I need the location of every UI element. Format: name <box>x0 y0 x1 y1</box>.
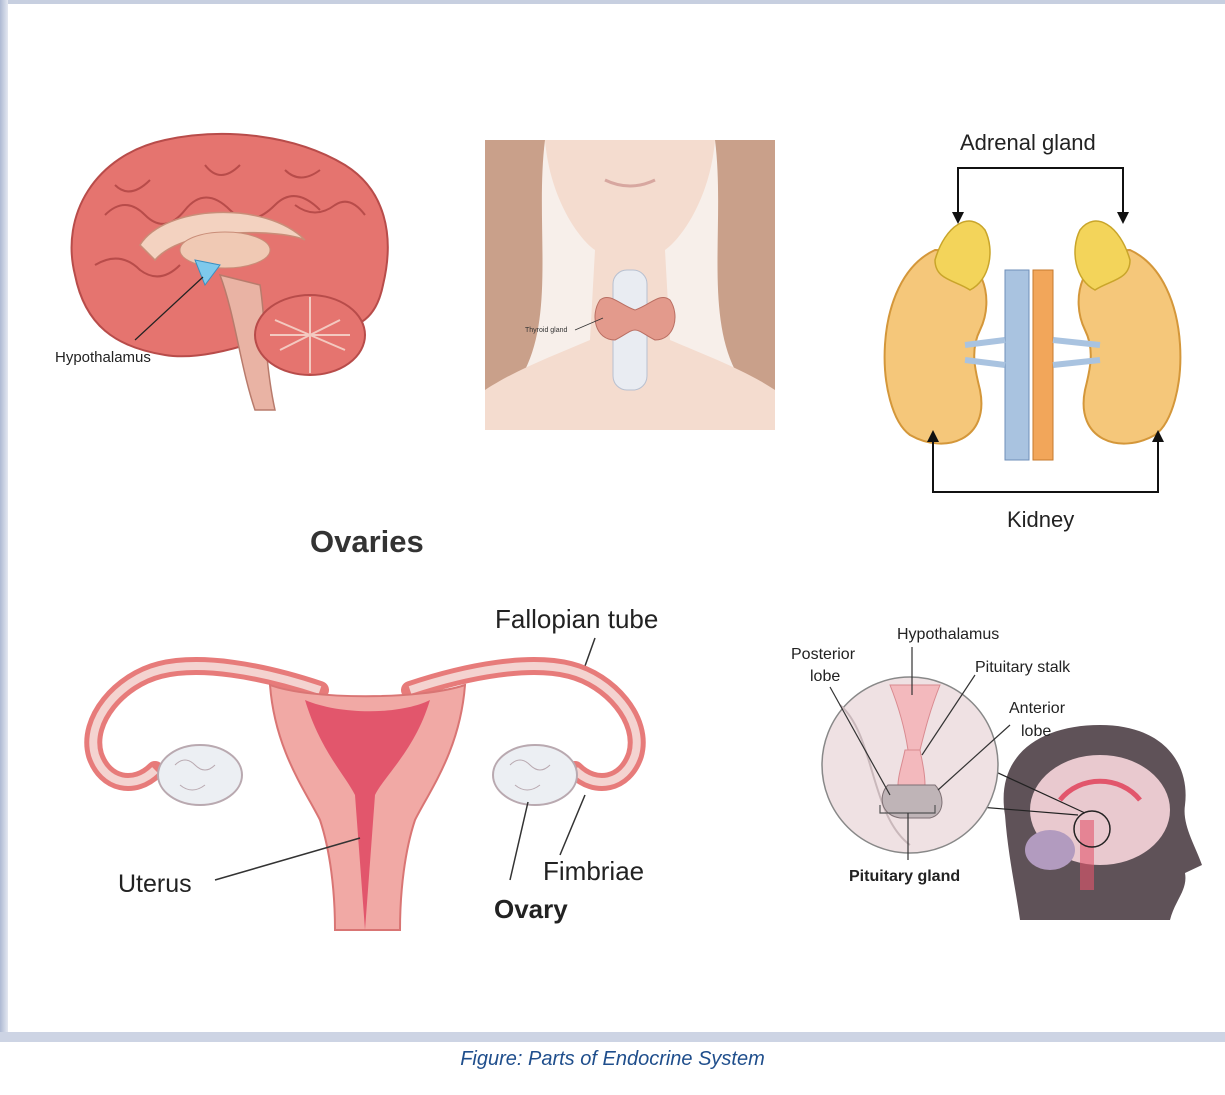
ovary-label: Ovary <box>494 894 568 924</box>
anterior-label-1: Anterior <box>1009 700 1066 717</box>
thyroid-label: Thyroid gland <box>525 327 568 334</box>
stalk-label: Pituitary stalk <box>975 659 1071 676</box>
fimbriae-leader <box>560 795 585 855</box>
figure-caption: Figure: Parts of Endocrine System <box>0 1048 1225 1071</box>
caption-band <box>0 1032 1225 1042</box>
pituitary-gland-label: Pituitary gland <box>849 868 960 885</box>
vena-cava <box>1005 270 1029 460</box>
kidney-label: Kidney <box>1007 507 1074 532</box>
frame-left-border <box>0 0 8 1040</box>
frame-top-border <box>0 0 1225 4</box>
ovaries-panel: Ovaries Fallopian tube Uterus Fimbriae O… <box>80 520 680 935</box>
anterior-label-2: lobe <box>1021 723 1051 740</box>
ovary-leader <box>510 802 528 880</box>
pituitary-panel: Hypothalamus Posterior lobe Pituitary st… <box>780 615 1210 930</box>
ovaries-title: Ovaries <box>310 524 424 559</box>
brain-panel: Hypothalamus <box>55 125 435 425</box>
adrenal-bracket <box>958 168 1123 215</box>
hypothalamus2-label: Hypothalamus <box>897 626 999 643</box>
thyroid-panel: Thyroid gland <box>485 140 775 430</box>
ovary-left <box>158 745 242 805</box>
hypothalamus-label: Hypothalamus <box>55 349 151 366</box>
ovary-right <box>493 745 577 805</box>
posterior-label-2: lobe <box>810 668 840 685</box>
fimbriae-label: Fimbriae <box>543 856 644 886</box>
adrenal-label: Adrenal gland <box>960 130 1096 155</box>
aorta <box>1033 270 1053 460</box>
posterior-label-1: Posterior <box>791 646 856 663</box>
uterus-label: Uterus <box>118 870 192 898</box>
fallopian-label: Fallopian tube <box>495 604 658 634</box>
adrenal-panel: Adrenal gland Kidney <box>865 120 1195 540</box>
